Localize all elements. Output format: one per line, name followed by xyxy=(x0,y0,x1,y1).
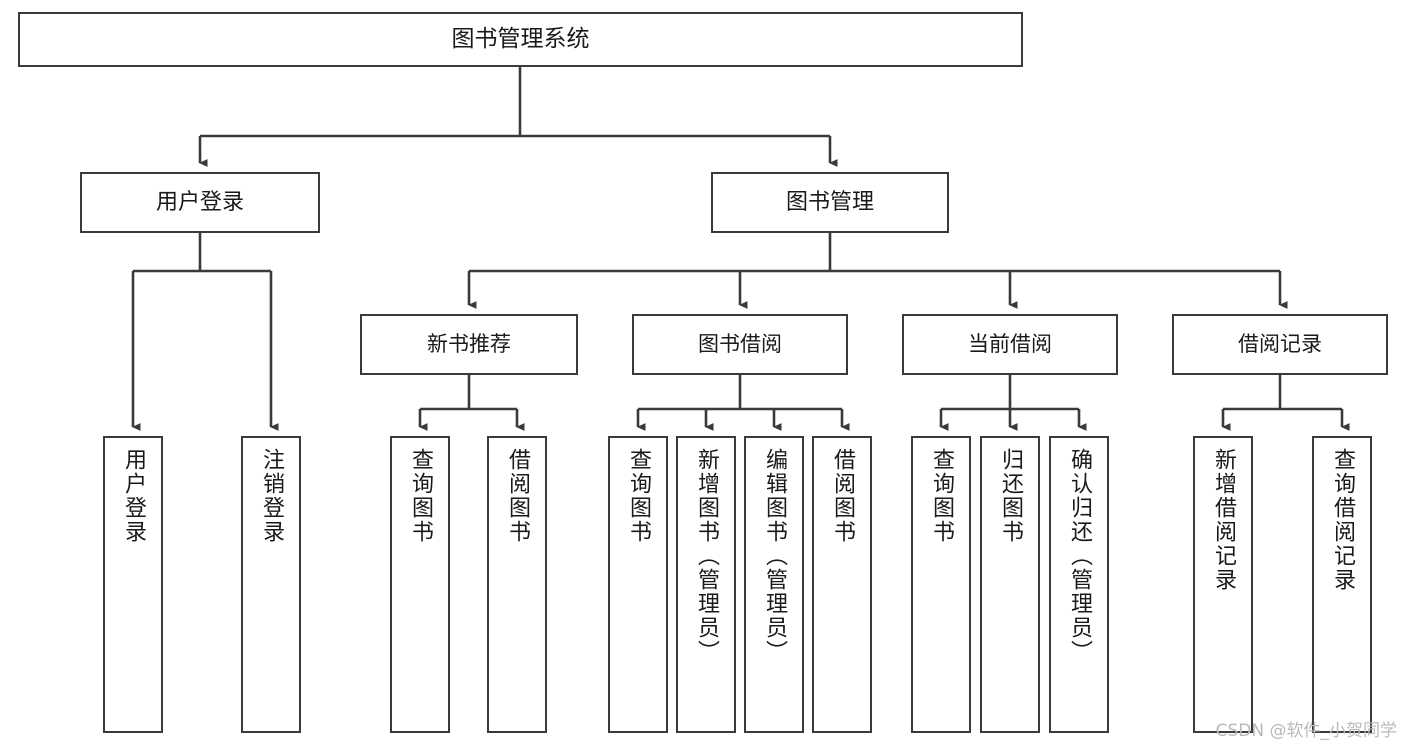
node-leaf-edit-book-label: 编辑图书（管理员） xyxy=(762,448,787,664)
node-leaf-return-book-label: 归还图书 xyxy=(998,448,1023,544)
node-leaf-add-record-label: 新增借阅记录 xyxy=(1211,448,1236,592)
node-leaf-user-login-label: 用户登录 xyxy=(121,448,146,544)
node-leaf-user-logout[interactable]: 注销登录 xyxy=(241,436,301,733)
node-leaf-borrow-book-1[interactable]: 借阅图书 xyxy=(487,436,547,733)
node-leaf-add-book-label: 新增图书（管理员） xyxy=(694,448,719,664)
node-user-login-label: 用户登录 xyxy=(155,189,244,215)
node-leaf-borrow-book-2[interactable]: 借阅图书 xyxy=(812,436,872,733)
node-leaf-query-book-2-label: 查询图书 xyxy=(626,448,651,544)
node-leaf-user-login[interactable]: 用户登录 xyxy=(103,436,163,733)
node-leaf-add-record[interactable]: 新增借阅记录 xyxy=(1193,436,1253,733)
node-borrow-record[interactable]: 借阅记录 xyxy=(1172,314,1388,375)
node-leaf-query-book-3[interactable]: 查询图书 xyxy=(911,436,971,733)
node-new-book-rec-label: 新书推荐 xyxy=(427,332,511,357)
node-leaf-user-logout-label: 注销登录 xyxy=(259,448,284,544)
node-leaf-return-book[interactable]: 归还图书 xyxy=(980,436,1040,733)
node-leaf-query-book-2[interactable]: 查询图书 xyxy=(608,436,668,733)
node-current-borrow-label: 当前借阅 xyxy=(968,332,1052,357)
node-leaf-query-record[interactable]: 查询借阅记录 xyxy=(1312,436,1372,733)
node-leaf-borrow-book-1-label: 借阅图书 xyxy=(505,448,530,544)
node-current-borrow[interactable]: 当前借阅 xyxy=(902,314,1118,375)
node-borrow-record-label: 借阅记录 xyxy=(1238,332,1322,357)
csdn-watermark: CSDN @软件_小贺同学 xyxy=(1215,721,1397,741)
node-book-manage-label: 图书管理 xyxy=(785,189,874,215)
node-leaf-query-book-1-label: 查询图书 xyxy=(408,448,433,544)
node-leaf-query-book-3-label: 查询图书 xyxy=(929,448,954,544)
node-leaf-borrow-book-2-label: 借阅图书 xyxy=(830,448,855,544)
node-leaf-query-book-1[interactable]: 查询图书 xyxy=(390,436,450,733)
node-new-book-rec[interactable]: 新书推荐 xyxy=(360,314,578,375)
node-user-login[interactable]: 用户登录 xyxy=(80,172,320,233)
node-book-borrow-label: 图书借阅 xyxy=(698,332,782,357)
node-root-label: 图书管理系统 xyxy=(451,25,590,52)
node-root[interactable]: 图书管理系统 xyxy=(18,12,1023,67)
node-leaf-add-book[interactable]: 新增图书（管理员） xyxy=(676,436,736,733)
node-leaf-confirm-return-label: 确认归还（管理员） xyxy=(1067,448,1092,664)
node-leaf-query-record-label: 查询借阅记录 xyxy=(1330,448,1355,592)
node-leaf-confirm-return[interactable]: 确认归还（管理员） xyxy=(1049,436,1109,733)
node-leaf-edit-book[interactable]: 编辑图书（管理员） xyxy=(744,436,804,733)
node-book-manage[interactable]: 图书管理 xyxy=(711,172,949,233)
node-book-borrow[interactable]: 图书借阅 xyxy=(632,314,848,375)
